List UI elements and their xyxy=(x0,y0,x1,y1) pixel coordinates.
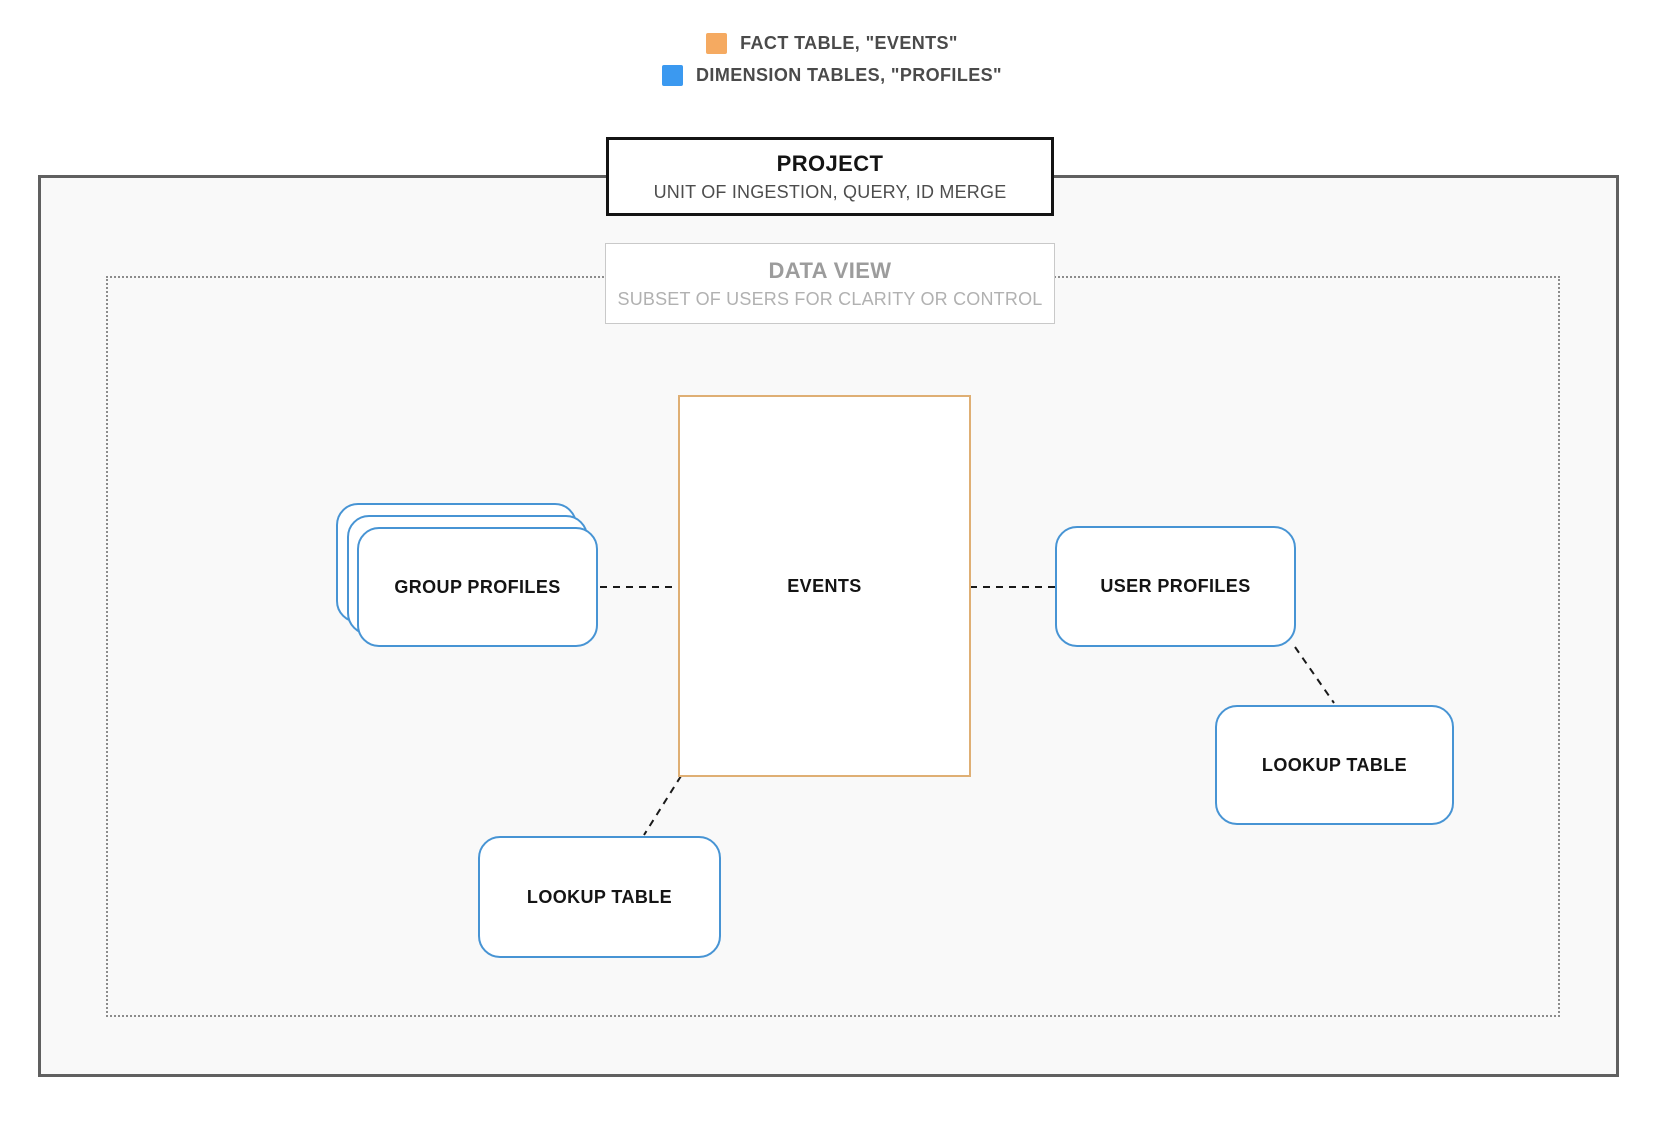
node-lookup-table-right-label: LOOKUP TABLE xyxy=(1261,754,1408,775)
data-view-subtitle: SUBSET OF USERS FOR CLARITY OR CONTROL xyxy=(617,288,1043,309)
node-lookup-table-left-label: LOOKUP TABLE xyxy=(526,886,673,907)
data-view-title: DATA VIEW xyxy=(768,257,892,283)
fact-table-color-swatch xyxy=(706,33,728,54)
legend-item-fact-table: FACT TABLE, "EVENTS" xyxy=(706,33,958,54)
legend-item-dimension-tables: DIMENSION TABLES, "PROFILES" xyxy=(662,65,1002,86)
node-events-label: EVENTS xyxy=(787,575,862,596)
node-group-profiles-label: GROUP PROFILES xyxy=(394,576,561,597)
project-label-box: PROJECT UNIT OF INGESTION, QUERY, ID MER… xyxy=(606,137,1054,216)
legend-label-dimension-tables: DIMENSION TABLES, "PROFILES" xyxy=(696,65,1002,85)
project-title: PROJECT xyxy=(776,150,884,176)
node-user-profiles-label: USER PROFILES xyxy=(1100,576,1251,596)
node-group-profiles: GROUP PROFILES xyxy=(357,527,598,647)
node-user-profiles: USER PROFILES xyxy=(1055,526,1296,647)
node-lookup-table-right: LOOKUP TABLE xyxy=(1215,705,1454,825)
node-events: EVENTS xyxy=(678,395,971,777)
legend-label-fact-table: FACT TABLE, "EVENTS" xyxy=(740,33,958,53)
data-view-label-box: DATA VIEW SUBSET OF USERS FOR CLARITY OR… xyxy=(605,243,1055,324)
dimension-tables-color-swatch xyxy=(662,65,684,86)
node-lookup-table-left: LOOKUP TABLE xyxy=(478,836,721,958)
legend: FACT TABLE, "EVENTS" DIMENSION TABLES, "… xyxy=(0,33,1664,86)
project-subtitle: UNIT OF INGESTION, QUERY, ID MERGE xyxy=(653,181,1007,202)
